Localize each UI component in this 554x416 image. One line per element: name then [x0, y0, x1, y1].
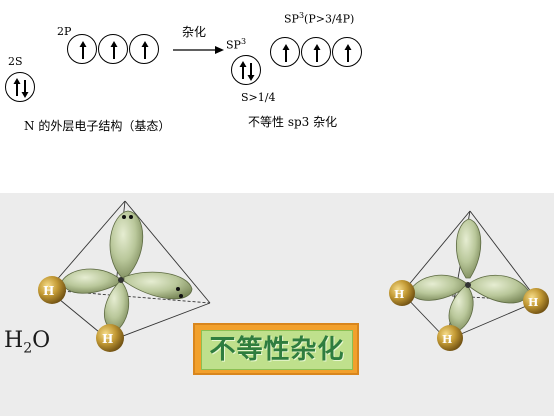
paired-electrons-icon — [13, 78, 29, 98]
up-electron-icon — [344, 44, 352, 62]
hydrogen-label: H — [102, 332, 113, 346]
formula-sub: 2 — [23, 340, 33, 357]
hydrogen-atom — [523, 288, 549, 314]
ground-state-caption: N 的外层电子结构（基态） — [24, 119, 171, 133]
orbital-2p-3 — [129, 34, 159, 64]
lone-pair-lobe — [109, 210, 144, 279]
label-sp3-lone: SP3 — [226, 38, 246, 51]
up-electron-icon — [79, 41, 87, 59]
up-electron-icon — [141, 41, 149, 59]
hybridization-arrow-label: 杂化 — [182, 25, 207, 39]
label-sp3-bonding: SP3(P>3/4P) — [284, 12, 354, 25]
right-arrow-icon — [173, 46, 224, 54]
lone-pair-dot — [129, 215, 133, 219]
left-molecule: H H — [38, 200, 211, 352]
lone-pair-lobe — [123, 271, 193, 300]
hydrogen-label: H — [43, 284, 54, 298]
up-electron-icon — [282, 44, 290, 62]
unequal-hybridization-badge: 不等性杂化 — [193, 323, 359, 375]
orbital-2s — [5, 72, 35, 102]
up-electron-icon — [110, 41, 118, 59]
label-2s: 2S — [8, 55, 23, 68]
orbital-sp3-1 — [270, 37, 300, 67]
bonding-lobe — [469, 274, 531, 304]
label-sp3-lone-main: SP — [226, 38, 241, 52]
right-molecule: H H H — [389, 210, 549, 351]
badge-inner: 不等性杂化 — [201, 330, 353, 370]
hydrogen-atom — [437, 325, 463, 351]
central-atom — [465, 282, 471, 288]
lone-pair-dot — [122, 215, 126, 219]
lone-pair-dot — [176, 287, 180, 291]
orbital-2p-1 — [67, 34, 97, 64]
label-s-fraction: S>1/4 — [241, 91, 276, 104]
h2o-orbital-illustration: H H H H H — [38, 200, 549, 352]
label-sp3-bonding-sup: 3 — [298, 11, 305, 20]
bonding-lobe — [61, 268, 121, 294]
hydrogen-label: H — [442, 333, 452, 346]
hydrogen-label: H — [528, 296, 538, 309]
label-sp3-bonding-main: SP — [284, 12, 299, 26]
molecule-formula: H2O — [4, 328, 51, 357]
hydrogen-label: H — [394, 288, 404, 301]
label-sp3-lone-sup: 3 — [240, 37, 247, 46]
sp3-caption: 不等性 sp3 杂化 — [248, 115, 338, 129]
lone-pair-dot — [179, 294, 183, 298]
hydrogen-atom — [96, 324, 124, 352]
orbital-2p-2 — [98, 34, 128, 64]
label-sp3-bonding-rest: (P>3/4P) — [304, 12, 355, 26]
formula-rest: O — [32, 328, 51, 353]
orbital-sp3-2 — [301, 37, 331, 67]
hydrogen-atom — [38, 276, 66, 304]
up-electron-icon — [313, 44, 321, 62]
paired-electrons-icon — [239, 61, 255, 81]
oxygen-center — [118, 277, 124, 283]
lone-pair-lobe — [455, 218, 482, 279]
formula-main: H — [4, 328, 24, 353]
badge-text: 不等性杂化 — [209, 335, 345, 365]
orbital-sp3-3 — [332, 37, 362, 67]
hydrogen-atom — [389, 280, 415, 306]
orbital-sp3-lone-pair — [231, 55, 261, 85]
label-2p: 2P — [57, 25, 72, 38]
